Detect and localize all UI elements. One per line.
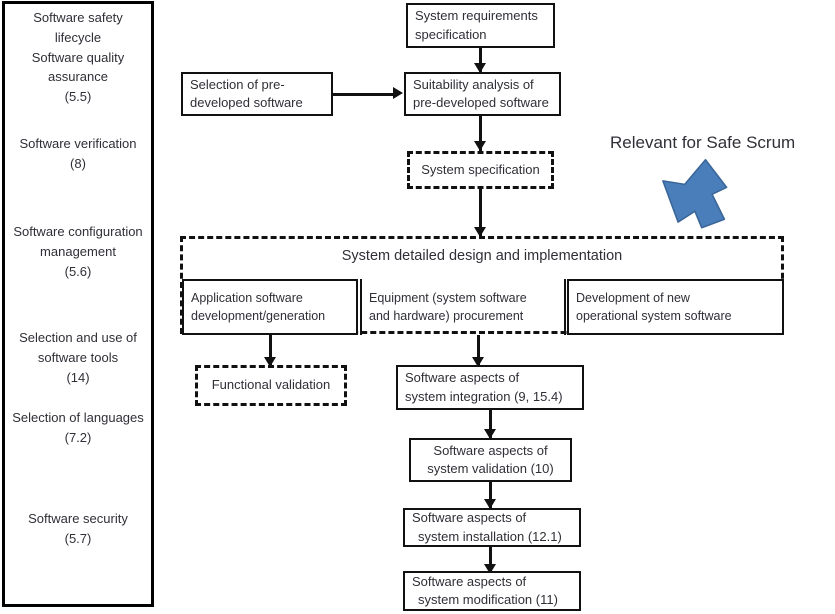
- node-equipment-procurement: Equipment (system software and hardware)…: [360, 279, 566, 335]
- node-system-specification: System specification: [407, 151, 554, 189]
- node-line-2: development/generation: [191, 309, 326, 323]
- sidebar-item-label: Software safety lifecycle Software quali…: [31, 10, 125, 104]
- sidebar-item-label: Selection of languages (7.2): [12, 410, 144, 445]
- connector-equipment-to-system-integration: [477, 335, 480, 366]
- sidebar-item-software-security: Software security (5.7): [5, 509, 151, 549]
- arrowhead-installation-to-modification: [484, 564, 496, 574]
- node-line-1: Suitability analysis of: [413, 76, 534, 92]
- node-software-aspects-system-integration: Software aspects of system integration (…: [396, 365, 584, 410]
- sidebar-item-selection-of-languages: Selection of languages (7.2): [5, 408, 151, 448]
- node-line-2: specification: [415, 26, 487, 42]
- node-line-1: Selection of pre-: [190, 76, 285, 92]
- node-system-requirements-specification: System requirements specification: [406, 3, 555, 48]
- arrowhead-application-to-functional-validation: [264, 357, 276, 367]
- sidebar-item-label: Software security (5.7): [28, 511, 128, 546]
- node-line-1: Software aspects of: [412, 510, 527, 526]
- sidebar-item-software-safety-lifecycle: Software safety lifecycle Software quali…: [5, 8, 151, 107]
- connector-selection-to-suitability: [333, 93, 395, 96]
- node-line-2: pre-developed software: [413, 95, 549, 110]
- arrowhead-validation-to-installation: [484, 499, 496, 509]
- node-line-1: Software aspects of: [433, 442, 548, 458]
- node-line-1: System requirements: [415, 8, 538, 24]
- connector-system-specification-to-detailed-design: [479, 189, 482, 237]
- node-suitability-analysis: Suitability analysis of pre-developed so…: [404, 72, 561, 116]
- sidebar-item-software-tools: Selection and use of software tools (14): [5, 328, 151, 387]
- node-line-2: system installation (12.1): [418, 528, 562, 544]
- node-line-1: Software aspects of: [405, 370, 520, 386]
- node-line-2: system validation (10): [427, 461, 554, 476]
- node-line-2: system integration (9, 15.4): [405, 388, 563, 404]
- arrowhead-requirements-to-suitability: [474, 63, 486, 73]
- group-title-label: System detailed design and implementatio…: [341, 248, 623, 264]
- node-software-aspects-system-validation: Software aspects of system validation (1…: [409, 438, 572, 482]
- group-title-detailed-design: System detailed design and implementatio…: [180, 248, 784, 264]
- connector-suitability-to-system-specification: [479, 116, 482, 152]
- annotation-label: Relevant for Safe Scrum: [610, 133, 796, 152]
- connector-requirements-to-suitability: [479, 48, 482, 72]
- node-software-aspects-system-installation: Software aspects of system installation …: [403, 508, 581, 547]
- sidebar-panel: Software safety lifecycle Software quali…: [2, 1, 154, 607]
- node-line-2: developed software: [190, 95, 303, 110]
- node-functional-validation: Functional validation: [195, 365, 347, 406]
- connector-integration-to-validation: [489, 410, 492, 439]
- node-line-2: operational system software: [576, 309, 732, 323]
- arrowhead-integration-to-validation: [484, 429, 496, 439]
- node-application-software-development: Application software development/generat…: [182, 279, 358, 335]
- connector-validation-to-installation: [489, 482, 492, 509]
- sidebar-item-software-configuration-management: Software configuration management (5.6): [5, 222, 151, 281]
- arrowhead-suitability-to-system-specification: [474, 141, 486, 151]
- arrowhead-system-specification-to-detailed-design: [474, 227, 486, 237]
- node-line-1: Functional validation: [211, 377, 331, 393]
- node-line-2: and hardware) procurement: [369, 309, 524, 323]
- node-line-1: Application software: [191, 290, 303, 305]
- sidebar-item-software-verification: Software verification (8): [5, 134, 151, 174]
- node-new-operational-system-software: Development of new operational system so…: [567, 279, 784, 335]
- node-selection-of-pre-developed-software: Selection of pre- developed software: [181, 72, 333, 116]
- node-line-1: Software aspects of: [412, 573, 527, 589]
- arrowhead-selection-to-suitability: [393, 87, 403, 99]
- connector-application-to-functional-validation: [269, 335, 272, 366]
- sidebar-item-label: Software verification (8): [19, 136, 137, 171]
- connector-installation-to-modification: [489, 547, 492, 574]
- node-software-aspects-system-modification: Software aspects of system modification …: [403, 571, 581, 611]
- node-line-1: Equipment (system software: [369, 290, 527, 305]
- node-line-1: Development of new: [576, 290, 690, 305]
- annotation-relevant-for-safe-scrum: Relevant for Safe Scrum: [610, 133, 795, 153]
- node-line-2: system modification (11): [418, 592, 558, 607]
- arrowhead-equipment-to-system-integration: [472, 357, 484, 367]
- safe-scrum-pointer-icon: [662, 158, 728, 229]
- sidebar-item-label: Software configuration management (5.6): [13, 224, 143, 279]
- sidebar-item-label: Selection and use of software tools (14): [19, 330, 137, 385]
- node-line-1: System specification: [421, 161, 540, 177]
